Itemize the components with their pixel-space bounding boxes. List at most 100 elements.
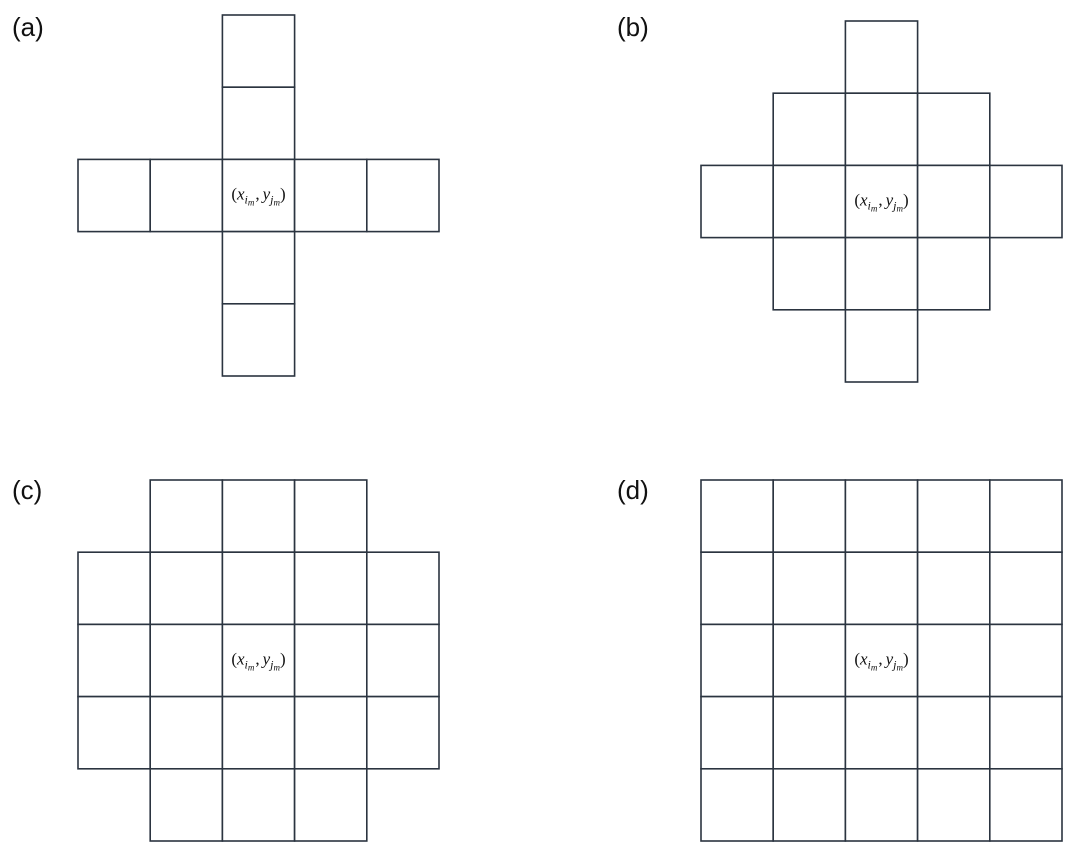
panel-d-cell-r2-c1 <box>772 623 847 698</box>
panel-d-cell-r0-c4 <box>988 479 1063 553</box>
panel-b-label-y-subsub: m <box>897 204 904 214</box>
panel-c-cell-r2-c4 <box>365 623 440 698</box>
panel-a-label-y-sub: j <box>268 193 274 207</box>
panel-d-cell-r1-c4 <box>988 551 1063 626</box>
panel-c-cell-r0-c3 <box>293 479 368 553</box>
panel-c-cell-r2-c1 <box>149 623 224 698</box>
panel-b-label-x: x <box>859 191 868 210</box>
panel-c-label-x-subsub: m <box>248 663 255 673</box>
panel-c-cell-r1-c1 <box>149 551 224 626</box>
panel-d-cell-r3-c2 <box>844 695 919 770</box>
panel-d-center-label: (xim,yjm) <box>854 650 908 673</box>
panel-a-grid: (xim,yjm) <box>77 14 440 377</box>
panel-d-label-y-subsub: m <box>897 663 904 673</box>
panel-d-cell-r1-c0 <box>700 551 774 626</box>
panel-c-cell-r4-c2 <box>221 767 296 842</box>
panel-c-cell-r3-c1 <box>149 695 224 770</box>
panel-c-label-comma: , <box>255 650 259 669</box>
panel-a-center-label: (xim,yjm) <box>231 185 285 208</box>
panel-c-cell-r0-c1 <box>149 479 224 553</box>
panel-c-grid: (xim,yjm) <box>77 479 440 842</box>
panel-c-center-label: (xim,yjm) <box>231 650 285 673</box>
panel-d-label-paren-close: ) <box>903 650 909 669</box>
panel-c-cell-r2-c0 <box>77 623 151 698</box>
panel-d-label-x: x <box>859 650 868 669</box>
panel-a-label-paren-open: ( <box>231 185 237 204</box>
panel-a-cell-r3-c2 <box>221 230 296 305</box>
panel-a-label-x-subsub: m <box>248 198 255 208</box>
panel-b-label-paren-open: ( <box>854 191 860 210</box>
panel-d-cell-r2-c2 <box>844 623 919 698</box>
panel-c-cell-r3-c3 <box>293 695 368 770</box>
panel-a-label-x-sub: i <box>245 193 248 207</box>
panel-b-label-x-sub: i <box>868 199 871 213</box>
panel-d-cell-r1-c2 <box>844 551 919 626</box>
panel-d-label-y: y <box>884 650 894 669</box>
panel-d-cell-r0-c0 <box>700 479 774 553</box>
panel-d-grid: (xim,yjm) <box>700 479 1063 842</box>
panel-a-cell-r0-c2 <box>221 14 296 88</box>
panel-label-d: (d) <box>617 475 649 505</box>
panel-b-label-comma: , <box>878 191 882 210</box>
panel-a-label-comma: , <box>255 185 259 204</box>
panel-c-cell-r3-c2 <box>221 695 296 770</box>
panel-d-cell-r1-c3 <box>916 551 991 626</box>
panel-d-cell-r4-c2 <box>844 767 919 842</box>
panel-b-cell-r2-c4 <box>988 164 1063 239</box>
panel-c-cell-r0-c2 <box>221 479 296 553</box>
panel-c-cell-r2-c3 <box>293 623 368 698</box>
panel-d-cell-r4-c3 <box>916 767 991 842</box>
panel-b-cell-r2-c1 <box>772 164 847 239</box>
panel-b-center-label: (xim,yjm) <box>854 191 908 214</box>
panel-d-label-x-subsub: m <box>871 663 878 673</box>
panel-d-label-comma: , <box>878 650 882 669</box>
panel-a-cell-r2-c2 <box>221 158 296 233</box>
panel-b-cell-r1-c3 <box>916 92 991 167</box>
panel-c-label-x: x <box>236 650 245 669</box>
panel-c-label-x-sub: i <box>245 658 248 672</box>
panel-d-cell-r2-c0 <box>700 623 774 698</box>
panel-a-label-x: x <box>236 185 245 204</box>
panel-c-cell-r1-c4 <box>365 551 440 626</box>
panel-d-cell-r3-c4 <box>988 695 1063 770</box>
panel-c-label-y-sub: j <box>268 658 274 672</box>
panel-label-a: (a) <box>12 12 44 42</box>
panel-d-cell-r0-c3 <box>916 479 991 553</box>
panel-d-cell-r2-c4 <box>988 623 1063 698</box>
panel-b-cell-r3-c1 <box>772 236 847 311</box>
panel-d-cell-r0-c1 <box>772 479 847 553</box>
panel-b-grid: (xim,yjm) <box>700 20 1063 383</box>
panel-d-cell-r4-c1 <box>772 767 847 842</box>
panel-b-cell-r2-c3 <box>916 164 991 239</box>
panel-d-cell-r3-c0 <box>700 695 774 770</box>
panel-b-cell-r2-c0 <box>700 164 774 239</box>
panel-c-label-y: y <box>261 650 271 669</box>
panel-d-cell-r2-c3 <box>916 623 991 698</box>
panel-d-label-x-sub: i <box>868 658 871 672</box>
panel-d-label-y-sub: j <box>891 658 897 672</box>
panel-d-cell-r3-c1 <box>772 695 847 770</box>
panel-b-cell-r3-c2 <box>844 236 919 311</box>
panel-c-cell-r1-c3 <box>293 551 368 626</box>
panel-a-label-paren-close: ) <box>280 185 286 204</box>
panel-b-label-y-sub: j <box>891 199 897 213</box>
panel-a-cell-r2-c3 <box>293 158 368 233</box>
panel-c-cell-r4-c3 <box>293 767 368 842</box>
panel-label-b: (b) <box>617 12 649 42</box>
panel-b-label-x-subsub: m <box>871 204 878 214</box>
panel-b-cell-r1-c2 <box>844 92 919 167</box>
panel-a-label-y-subsub: m <box>274 198 281 208</box>
panel-a-cell-r2-c4 <box>365 158 440 233</box>
panel-a-cell-r2-c1 <box>149 158 224 233</box>
panel-c-label-paren-open: ( <box>231 650 237 669</box>
panel-d-cell-r4-c4 <box>988 767 1063 842</box>
panel-c-cell-r3-c0 <box>77 695 151 770</box>
panel-a-cell-r2-c0 <box>77 158 151 233</box>
panel-d-cell-r1-c1 <box>772 551 847 626</box>
panel-c-cell-r3-c4 <box>365 695 440 770</box>
panel-a-cell-r1-c2 <box>221 86 296 161</box>
panel-label-c: (c) <box>12 475 43 505</box>
panel-b-cell-r1-c1 <box>772 92 847 167</box>
panel-c-cell-r1-c0 <box>77 551 151 626</box>
